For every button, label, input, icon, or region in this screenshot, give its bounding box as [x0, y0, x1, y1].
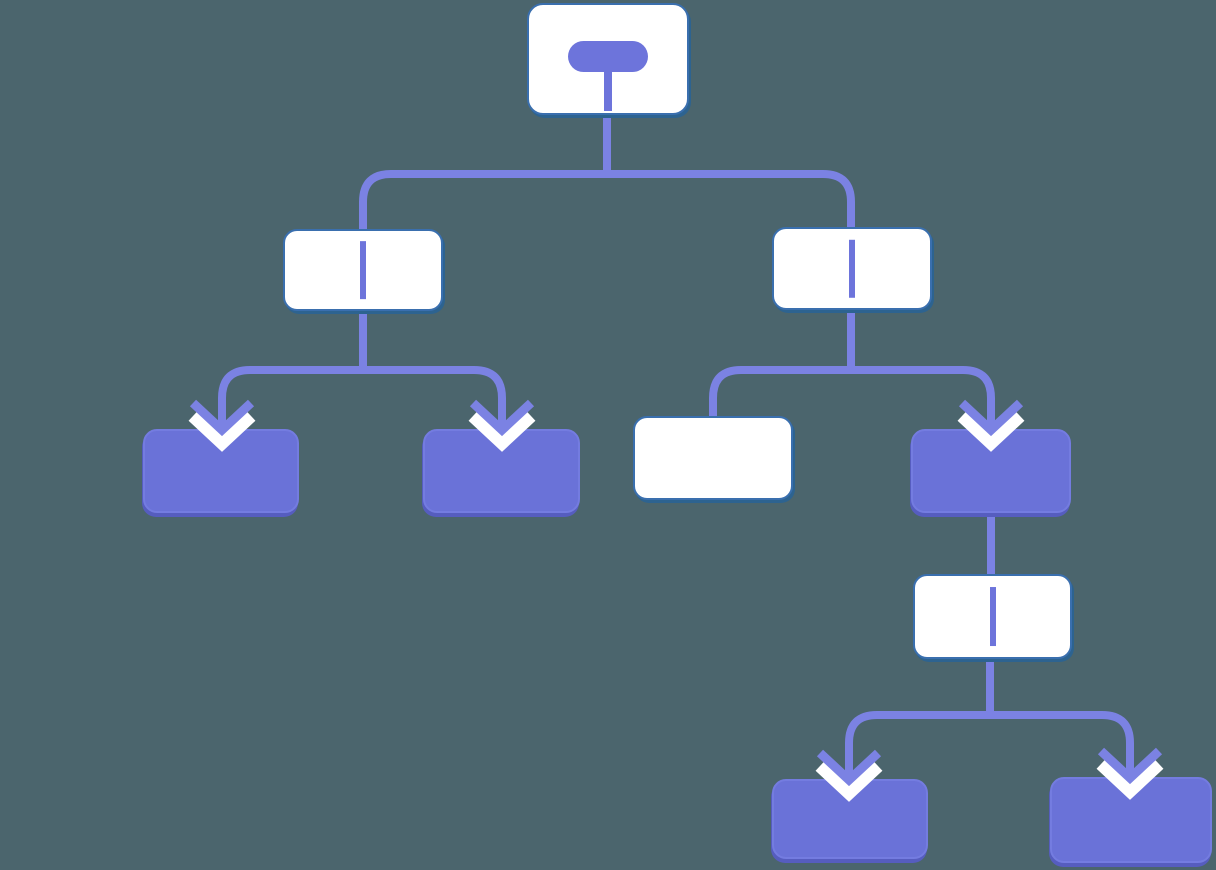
divider-mark-icon — [360, 241, 366, 299]
node-leaf-1[interactable] — [143, 429, 299, 513]
divider-mark-icon — [989, 586, 996, 647]
node-branch-lower[interactable] — [913, 574, 1072, 659]
root-pill-stem-icon — [604, 69, 612, 111]
node-leaf-3[interactable] — [772, 779, 928, 859]
node-mid[interactable] — [911, 429, 1071, 513]
node-leaf-2[interactable] — [423, 429, 580, 513]
node-root[interactable] — [527, 3, 689, 115]
node-branch-right[interactable] — [772, 227, 932, 310]
node-branch-left[interactable] — [283, 229, 443, 311]
node-empty[interactable] — [633, 416, 793, 500]
node-leaf-4[interactable] — [1050, 777, 1212, 863]
divider-mark-icon — [849, 239, 855, 298]
root-pill-icon — [568, 41, 648, 72]
